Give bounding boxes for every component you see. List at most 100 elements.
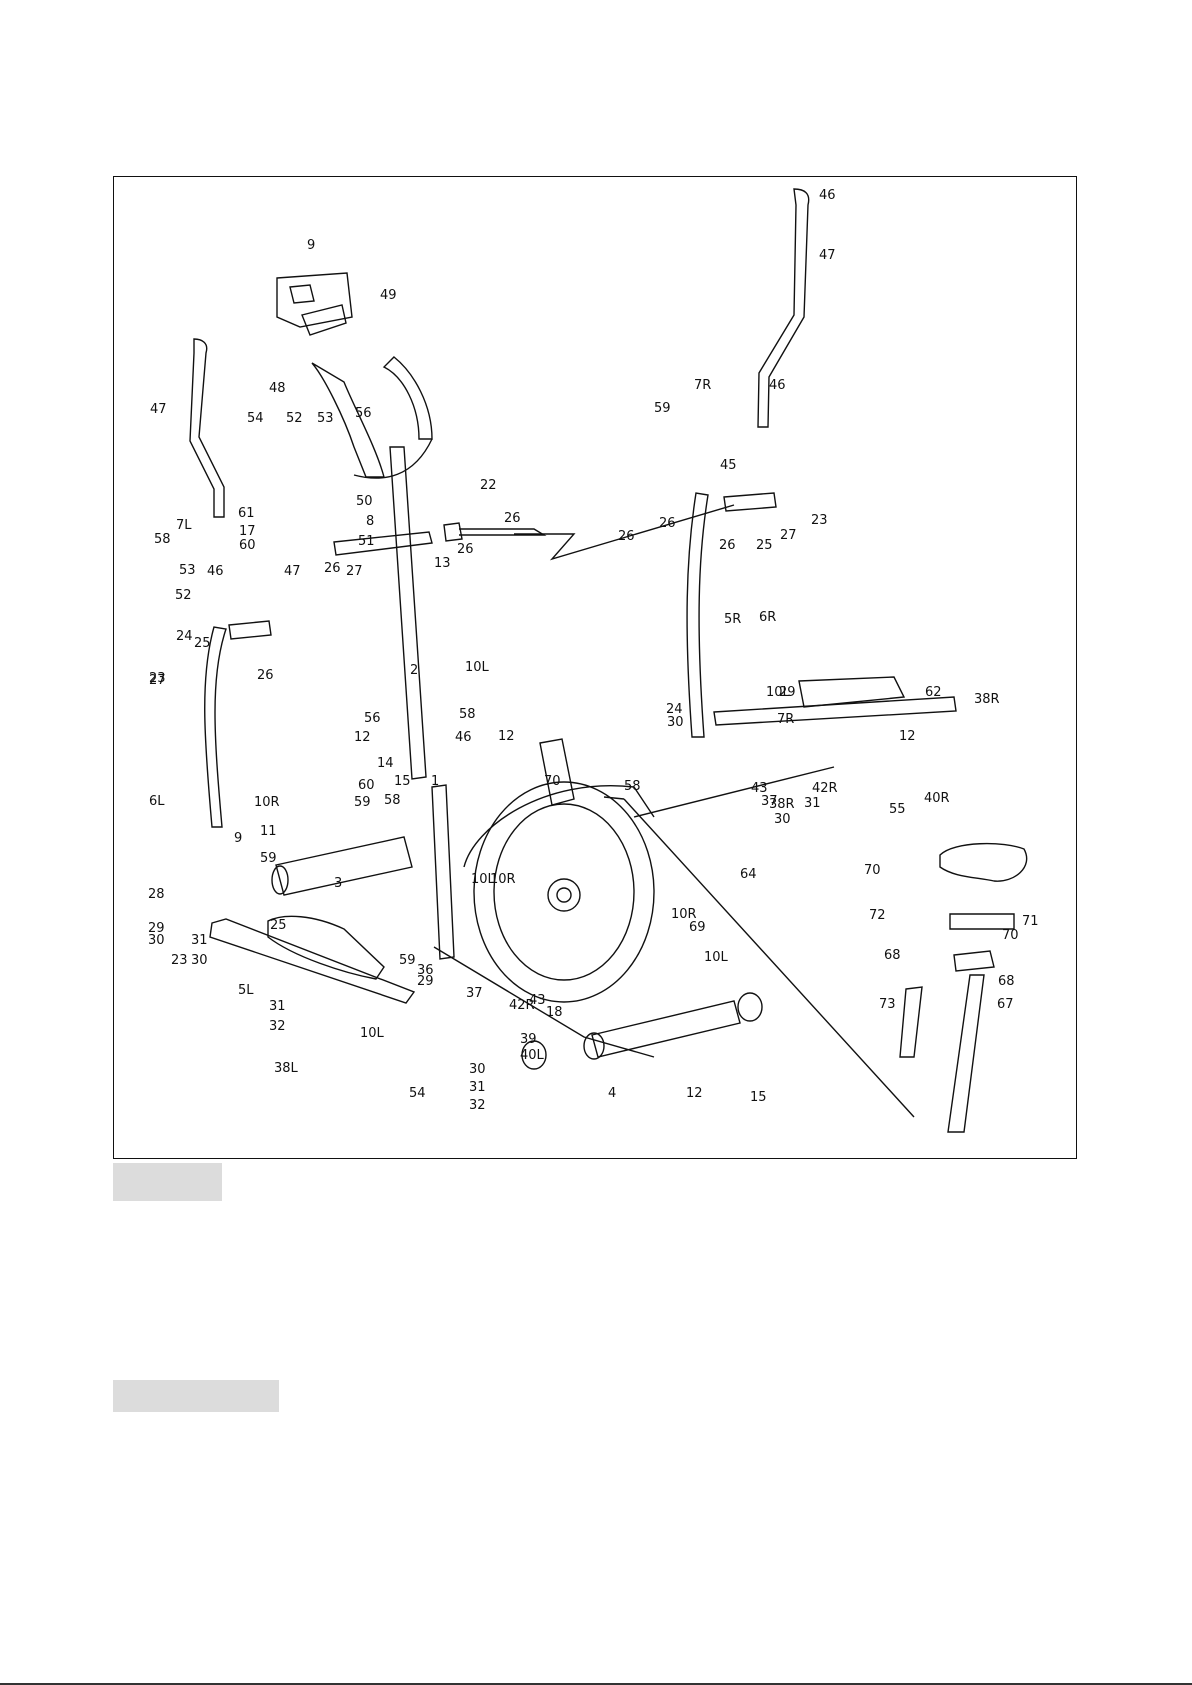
part-label: 6L bbox=[149, 794, 165, 809]
part-label: 30 bbox=[667, 715, 684, 730]
part-label: 49 bbox=[380, 288, 397, 303]
part-label: 43 bbox=[751, 781, 768, 796]
part-label: 31 bbox=[191, 933, 208, 948]
part-label: 54 bbox=[247, 411, 264, 426]
part-label: 47 bbox=[819, 248, 836, 263]
section-header-bar bbox=[113, 1380, 279, 1412]
part-label: 29 bbox=[148, 921, 165, 936]
part-label: 50 bbox=[356, 494, 373, 509]
part-label: 70 bbox=[1002, 928, 1019, 943]
part-label: 4 bbox=[608, 1086, 616, 1101]
part-label: 56 bbox=[364, 711, 381, 726]
part-label: 25 bbox=[270, 918, 287, 933]
part-label: 30 bbox=[774, 812, 791, 827]
part-label: 9 bbox=[307, 238, 315, 253]
part-label: 26 bbox=[257, 668, 274, 683]
part-label: 30 bbox=[148, 933, 165, 948]
part-label: 12 bbox=[498, 729, 515, 744]
part-label: 60 bbox=[358, 778, 375, 793]
section-header-bar bbox=[113, 1163, 222, 1201]
part-label: 45 bbox=[720, 458, 737, 473]
exploded-diagram-frame: 46 47 9 49 48 47 54 52 53 56 7R 46 59 45… bbox=[113, 176, 1077, 1159]
part-label: 9 bbox=[234, 831, 242, 846]
part-label: 54 bbox=[409, 1086, 426, 1101]
part-label: 8 bbox=[366, 514, 374, 529]
part-label: 5L bbox=[238, 983, 254, 998]
part-label: 59 bbox=[654, 401, 671, 416]
part-label: 26 bbox=[659, 516, 676, 531]
part-label: 10L bbox=[465, 660, 490, 675]
part-label: 58 bbox=[154, 532, 171, 547]
part-label: 24 bbox=[666, 702, 683, 717]
part-label: 67 bbox=[997, 997, 1014, 1012]
part-label: 52 bbox=[175, 588, 192, 603]
part-label: 31 bbox=[804, 796, 821, 811]
part-label: 26 bbox=[504, 511, 521, 526]
part-label: 27 bbox=[780, 528, 797, 543]
part-label: 73 bbox=[879, 997, 896, 1012]
part-label: 27 bbox=[149, 673, 166, 688]
part-label: 29 bbox=[417, 974, 434, 989]
part-label: 58 bbox=[624, 779, 641, 794]
part-label: 11 bbox=[260, 824, 277, 839]
part-label: 42R bbox=[509, 998, 535, 1013]
part-label: 55 bbox=[889, 802, 906, 817]
part-label: 36 bbox=[417, 963, 434, 978]
part-label: 17 bbox=[239, 524, 256, 539]
part-label: 7R bbox=[694, 378, 711, 393]
part-label: 61 bbox=[238, 506, 255, 521]
part-label: 10R bbox=[490, 872, 516, 887]
part-label: 23 bbox=[149, 671, 166, 686]
part-label: 2 bbox=[410, 663, 418, 678]
part-label: 10L bbox=[766, 685, 791, 700]
part-label: 43 bbox=[529, 993, 546, 1008]
part-label: 31 bbox=[269, 999, 286, 1014]
part-label: 10L bbox=[704, 950, 729, 965]
part-label: 1 bbox=[431, 774, 439, 789]
part-label: 59 bbox=[260, 851, 277, 866]
part-label: 48 bbox=[269, 381, 286, 396]
part-label: 32 bbox=[469, 1098, 486, 1113]
part-label: 53 bbox=[317, 411, 334, 426]
part-label: 46 bbox=[455, 730, 472, 745]
part-label: 70 bbox=[544, 774, 561, 789]
part-label: 23 bbox=[171, 953, 188, 968]
part-label: 28 bbox=[148, 887, 165, 902]
part-label: 70 bbox=[864, 863, 881, 878]
part-label: 58 bbox=[384, 793, 401, 808]
part-label: 40R bbox=[924, 791, 950, 806]
part-label: 26 bbox=[324, 561, 341, 576]
part-label: 68 bbox=[998, 974, 1015, 989]
part-label: 29 bbox=[779, 685, 796, 700]
part-label: 59 bbox=[399, 953, 416, 968]
part-label: 3 bbox=[334, 876, 342, 891]
part-label: 46 bbox=[819, 188, 836, 203]
part-label: 10L bbox=[360, 1026, 385, 1041]
part-label: 13 bbox=[434, 556, 451, 571]
part-label: 10R bbox=[671, 907, 697, 922]
part-label: 37 bbox=[761, 794, 778, 809]
part-label: 12 bbox=[686, 1086, 703, 1101]
part-label: 69 bbox=[689, 920, 706, 935]
part-label: 52 bbox=[286, 411, 303, 426]
part-label: 71 bbox=[1022, 914, 1039, 929]
part-label: 56 bbox=[355, 406, 372, 421]
part-label: 62 bbox=[925, 685, 942, 700]
part-label: 47 bbox=[284, 564, 301, 579]
part-label: 7R bbox=[777, 712, 794, 727]
part-label: 59 bbox=[354, 795, 371, 810]
part-label: 23 bbox=[811, 513, 828, 528]
part-label: 24 bbox=[176, 629, 193, 644]
part-label: 6R bbox=[759, 610, 776, 625]
part-label: 51 bbox=[358, 534, 375, 549]
part-label: 46 bbox=[207, 564, 224, 579]
part-label: 38R bbox=[974, 692, 1000, 707]
part-label: 64 bbox=[740, 867, 757, 882]
part-label: 47 bbox=[150, 402, 167, 417]
part-label: 30 bbox=[469, 1062, 486, 1077]
part-label: 60 bbox=[239, 538, 256, 553]
part-label: 12 bbox=[899, 729, 916, 744]
part-label: 14 bbox=[377, 756, 394, 771]
part-label: 10L bbox=[471, 872, 496, 887]
part-label: 26 bbox=[618, 529, 635, 544]
